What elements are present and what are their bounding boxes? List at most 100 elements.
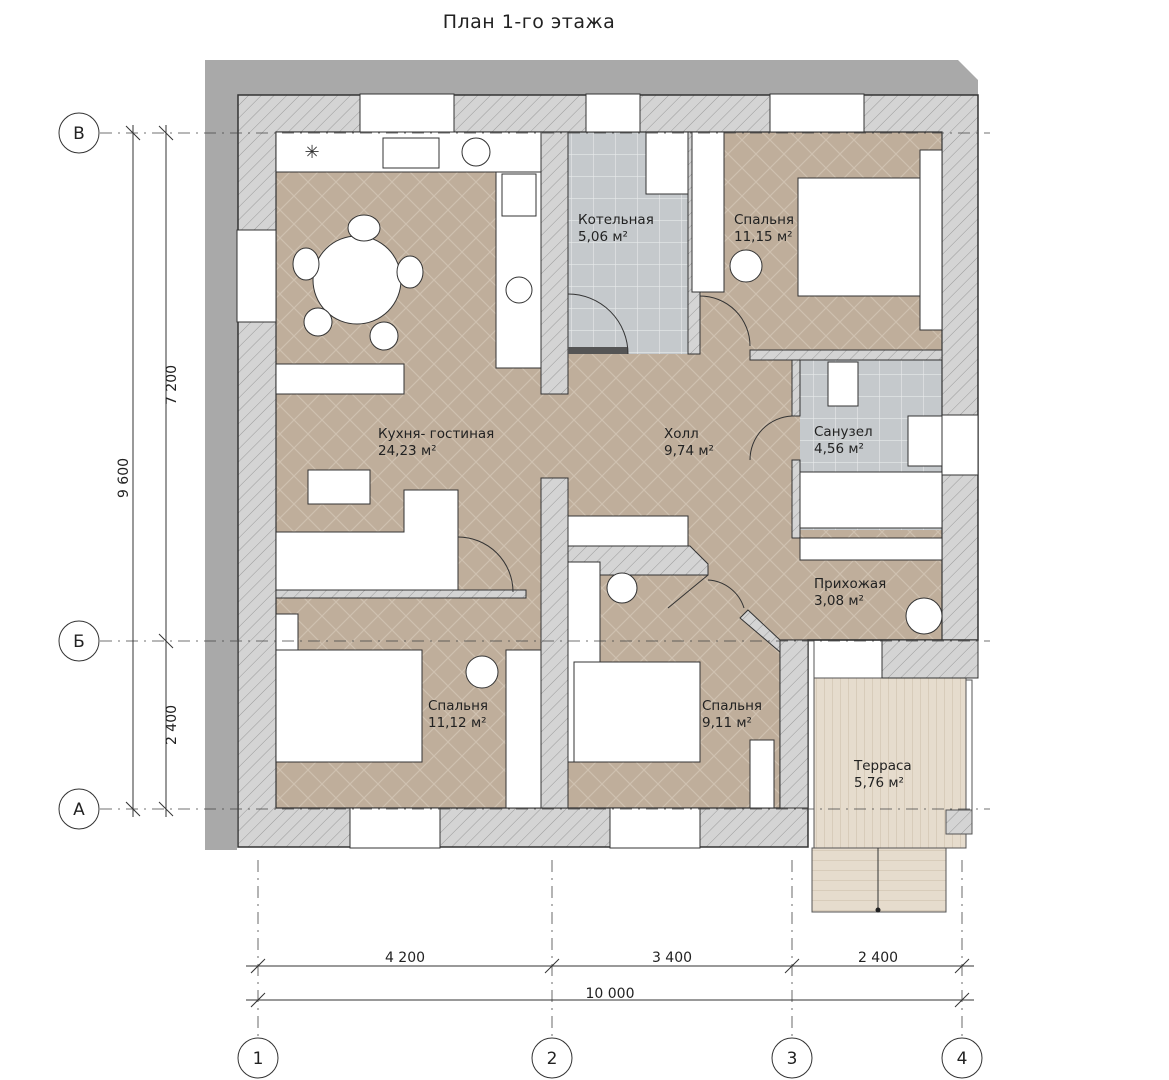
room-area-hall: 9,74 м² bbox=[664, 443, 714, 459]
bathtub-icon bbox=[799, 471, 943, 529]
room-name-bathroom: Санузел bbox=[814, 424, 873, 440]
dresser-s bbox=[749, 739, 775, 809]
dim-left-upper: 7 200 bbox=[164, 365, 180, 405]
window-boiler bbox=[585, 93, 641, 133]
wall-bedrooms-divider bbox=[540, 477, 569, 809]
coffee-table bbox=[307, 469, 371, 505]
axis-row-b: Б bbox=[73, 632, 85, 652]
window-bedroom-sw bbox=[349, 807, 441, 849]
wardrobe-ne bbox=[691, 131, 725, 293]
terrace-back-wall bbox=[881, 639, 979, 679]
terrace-post bbox=[945, 809, 973, 835]
room-name-boiler: Котельная bbox=[578, 212, 654, 228]
hood-icon: ✳ bbox=[304, 142, 319, 163]
axis-row-v: В bbox=[73, 124, 85, 144]
plan-title: План 1-го этажа bbox=[443, 11, 616, 33]
bottom-dimensions bbox=[246, 958, 974, 1008]
bed-s bbox=[573, 661, 701, 763]
room-area-bathroom: 4,56 м² bbox=[814, 441, 864, 457]
axis-row-markers: В Б А bbox=[58, 112, 100, 830]
chair-ne bbox=[729, 249, 763, 283]
room-name-bedroom-ne: Спальня bbox=[734, 212, 794, 228]
terrace-railing bbox=[965, 679, 973, 811]
terrace-side-wall bbox=[779, 639, 809, 809]
wall-kitchen-boiler bbox=[540, 131, 569, 395]
wall-bedroom-bottom bbox=[749, 349, 943, 361]
sink-icon bbox=[382, 137, 440, 169]
axis-col-1-circle bbox=[237, 1037, 279, 1079]
axis-row-a-circle bbox=[58, 788, 100, 830]
boiler-icon bbox=[645, 131, 689, 195]
room-name-hall: Холл bbox=[664, 426, 699, 442]
dim-bottom-total: 10 000 bbox=[586, 986, 635, 1002]
door-kitchen-bedroom bbox=[457, 536, 514, 593]
axis-col-3-circle bbox=[771, 1037, 813, 1079]
room-name-bedroom-sw: Спальня bbox=[428, 698, 488, 714]
door-entry-arc bbox=[707, 579, 745, 609]
dim-left-lower: 2 400 bbox=[164, 705, 180, 745]
window-bedroom-ne bbox=[769, 93, 865, 133]
chair-s bbox=[606, 572, 638, 604]
dim-bottom-1: 4 200 bbox=[385, 950, 425, 966]
dim-left-total: 9 600 bbox=[116, 458, 132, 498]
wall-boiler-bottom bbox=[568, 347, 628, 354]
left-dimensions bbox=[125, 125, 174, 817]
axis-col-markers: 1 2 3 4 bbox=[237, 1037, 983, 1079]
wall-entry-diag bbox=[739, 609, 781, 654]
axis-col-4: 4 bbox=[957, 1049, 968, 1069]
washbasin-icon bbox=[907, 415, 943, 467]
steps-arrow-dot bbox=[875, 907, 881, 913]
tv-console bbox=[275, 363, 405, 395]
window-bathroom bbox=[941, 414, 979, 476]
axis-row-v-circle bbox=[58, 112, 100, 154]
bed-ne bbox=[797, 177, 941, 297]
room-area-bedroom-ne: 11,15 м² bbox=[734, 229, 793, 245]
room-name-bedroom-s: Спальня bbox=[702, 698, 762, 714]
window-kitchen bbox=[359, 93, 455, 133]
terrace-steps bbox=[811, 847, 947, 913]
room-name-entry: Прихожая bbox=[814, 576, 886, 592]
axis-row-a: А bbox=[73, 800, 85, 820]
window-bedroom-s bbox=[609, 807, 701, 849]
nightstands-ne bbox=[919, 149, 943, 331]
room-name-kitchen: Кухня- гостиная bbox=[378, 426, 494, 442]
entry-table bbox=[905, 597, 943, 635]
axis-col-3: 3 bbox=[787, 1049, 798, 1069]
wall-bath-left-upper bbox=[791, 359, 801, 417]
room-name-terrace: Терраса bbox=[853, 758, 912, 774]
room-area-bedroom-sw: 11,12 м² bbox=[428, 715, 487, 731]
axis-row-b-circle bbox=[58, 620, 100, 662]
room-area-terrace: 5,76 м² bbox=[854, 775, 904, 791]
dim-bottom-2: 3 400 bbox=[652, 950, 692, 966]
stove-icon bbox=[501, 173, 537, 217]
terrace-door-glass bbox=[813, 639, 883, 679]
chair-sw bbox=[465, 655, 499, 689]
window-kitchen-side bbox=[236, 229, 277, 323]
wardrobe-sw bbox=[505, 649, 542, 809]
axis-col-2-circle bbox=[531, 1037, 573, 1079]
axis-col-4-circle bbox=[941, 1037, 983, 1079]
terrace-deck bbox=[813, 677, 967, 849]
hall-wardrobe bbox=[567, 515, 689, 547]
axis-col-1: 1 bbox=[253, 1049, 264, 1069]
shadow-left bbox=[205, 60, 237, 850]
wall-kitchen-bedroom bbox=[275, 589, 527, 599]
washer-icon bbox=[461, 137, 491, 167]
toilet-icon bbox=[827, 361, 859, 407]
dim-bottom-3: 2 400 bbox=[858, 950, 898, 966]
bed-sw bbox=[275, 649, 423, 763]
room-area-bedroom-s: 9,11 м² bbox=[702, 715, 752, 731]
room-area-boiler: 5,06 м² bbox=[578, 229, 628, 245]
wall-bath-left-lower bbox=[791, 459, 801, 539]
axis-col-2: 2 bbox=[547, 1049, 558, 1069]
door-bathroom bbox=[749, 415, 793, 461]
door-bedroom-s bbox=[667, 574, 709, 609]
corner-sofa bbox=[275, 489, 459, 591]
washing-machine-icon bbox=[505, 276, 533, 304]
room-labels: Кухня- гостиная 24,23 м² Котельная 5,06 … bbox=[378, 212, 912, 791]
door-bedroom-ne bbox=[699, 295, 751, 347]
grid-lines bbox=[100, 132, 990, 1040]
entry-shelf bbox=[799, 537, 943, 561]
room-area-kitchen: 24,23 м² bbox=[378, 443, 437, 459]
